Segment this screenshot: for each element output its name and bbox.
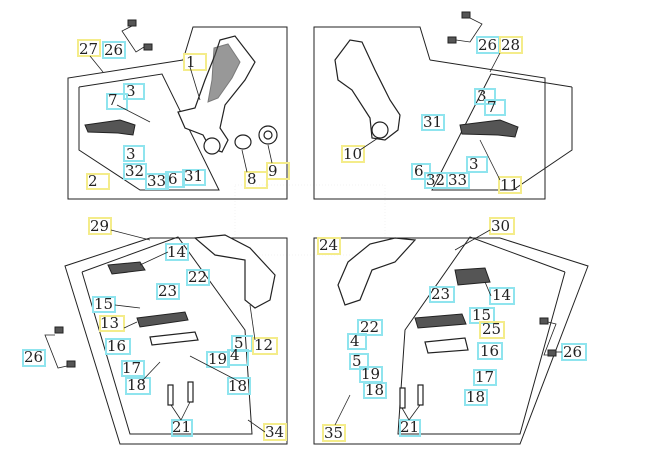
callout-label: 3 (126, 145, 136, 163)
callout-label: 29 (90, 217, 109, 235)
callout-label: 14 (167, 243, 186, 261)
callout-label: 10 (343, 145, 362, 163)
bolts-26-right (539, 317, 557, 357)
plate-17-right (424, 337, 469, 354)
callout-label: 26 (104, 41, 123, 59)
callouts-bottom-right: 24 30 14 23 15 25 22 4 5 16 26 19 17 18 … (317, 217, 587, 442)
callout-label: 18 (127, 376, 146, 394)
footpeg-13-left (136, 311, 189, 328)
callout-label: 33 (147, 172, 166, 190)
callout-label: 6 (168, 170, 178, 188)
callouts-top-left: 27 26 1 3 7 3 32 33 6 31 2 8 9 (77, 39, 290, 190)
frame-top-right (313, 26, 573, 200)
callout-label: 24 (319, 236, 338, 254)
callout-label: 25 (482, 320, 501, 338)
plate-17-left (149, 331, 199, 346)
callout-label: 3 (469, 155, 479, 173)
frame-bottom-left (64, 236, 288, 445)
callout-label: 28 (501, 36, 520, 54)
callout-label: 17 (475, 368, 494, 386)
callout-label: 18 (228, 377, 247, 395)
callout-label: 15 (472, 306, 491, 324)
bolts-21-right (399, 384, 424, 409)
callout-label: 19 (361, 365, 380, 383)
callout-label: 17 (122, 359, 141, 377)
callout-label: 4 (350, 332, 360, 350)
callout-label: 4 (230, 346, 240, 364)
bracket-lower-left (193, 234, 276, 309)
callout-label: 19 (208, 350, 227, 368)
bracket-left (177, 35, 256, 155)
callout-label: 7 (487, 98, 497, 116)
callout-label: 18 (365, 381, 384, 399)
callout-label: 16 (107, 337, 126, 355)
callout-label: 33 (448, 171, 467, 189)
bushing-9 (258, 125, 278, 145)
frame-top-left (67, 26, 288, 200)
callout-label: 23 (431, 285, 450, 303)
callout-label: 26 (563, 343, 582, 361)
callout-label: 14 (492, 286, 511, 304)
callout-label: 18 (466, 388, 485, 406)
callout-label: 15 (94, 295, 113, 313)
footpeg-top-left (84, 119, 136, 136)
callouts-top-right: 26 28 10 31 3 7 6 32 33 3 11 (341, 36, 523, 194)
bolts-21-left (167, 381, 194, 406)
watermark (234, 184, 386, 256)
callout-label: 32 (426, 171, 445, 189)
callout-label: 12 (254, 336, 273, 354)
callout-label: 31 (423, 113, 442, 131)
callout-label: 1 (186, 53, 196, 71)
footpeg-14-left (107, 261, 146, 275)
callout-label: 23 (158, 282, 177, 300)
callouts-bottom-left: 29 14 22 23 15 13 16 26 5 12 19 4 17 18 … (22, 217, 287, 441)
bolts-top-right (447, 11, 483, 44)
footpeg-14-right (454, 267, 491, 286)
callout-label: 2 (88, 172, 98, 190)
callout-label: 30 (491, 217, 510, 235)
callout-label: 26 (24, 348, 43, 366)
callout-label: 34 (265, 423, 284, 441)
callout-label: 22 (360, 318, 379, 336)
callout-label: 35 (324, 424, 343, 442)
callout-label: 32 (125, 162, 144, 180)
callout-label: 21 (400, 418, 419, 436)
footpeg-top-right (459, 119, 519, 138)
callout-label: 22 (188, 268, 207, 286)
callout-label: 9 (268, 162, 278, 180)
footpeg-25-right (414, 313, 467, 329)
callout-label: 31 (184, 167, 203, 185)
frame-bottom-right (313, 236, 589, 445)
bracket-lower-right (337, 237, 417, 306)
callout-label: 26 (478, 36, 497, 54)
callout-label: 3 (126, 82, 136, 100)
callout-label: 27 (79, 40, 98, 58)
callout-label: 5 (352, 352, 362, 370)
callout-label: 13 (100, 314, 119, 332)
callout-label: 8 (247, 170, 257, 188)
callout-label: 3 (477, 87, 487, 105)
bolts-top-left (121, 19, 153, 53)
callout-label: 16 (480, 342, 499, 360)
collar-8 (234, 134, 252, 150)
callout-label: 21 (172, 418, 191, 436)
callout-label: 6 (414, 162, 424, 180)
bracket-right (334, 39, 401, 141)
callout-label: 7 (108, 91, 118, 109)
callout-label: 11 (500, 176, 519, 194)
bolts-26-left (44, 326, 76, 369)
callout-label: 5 (234, 334, 244, 352)
